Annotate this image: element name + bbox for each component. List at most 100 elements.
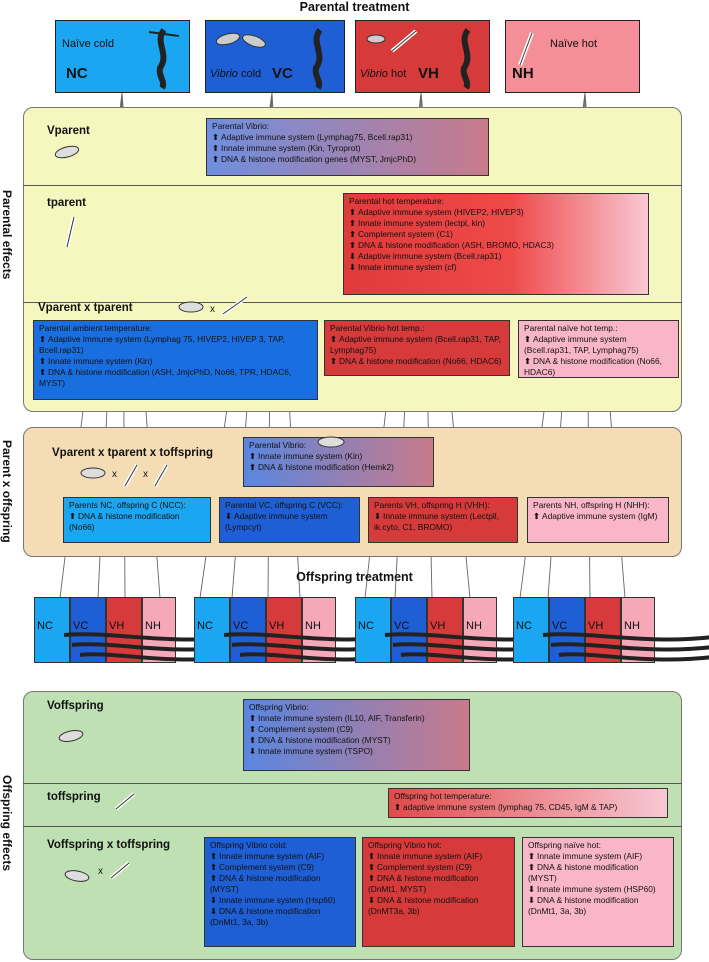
row-label-toffspring: toffspring <box>47 791 101 803</box>
offspring-segment-nc: NC <box>513 597 549 663</box>
row-label-tparent: tparent <box>47 197 86 209</box>
box-item: ⬆Innate immune system (lectpl, kin) <box>349 218 486 228</box>
offspring-segment-nc: NC <box>34 597 70 663</box>
item-text: Innate immune system (Kin) <box>48 356 153 366</box>
vibrio-bacteria-icon <box>58 730 84 742</box>
box-ncc: Parents NC, offspring C (NCC): ⬆DNA & hi… <box>63 497 211 543</box>
box-item: ⬆Innate immune system (AIF) <box>210 851 325 861</box>
treatment-code: VC <box>272 65 293 82</box>
box-header: Offspring Vibrio: <box>249 702 309 712</box>
parental-treatment-vc: Vibrio cold VC <box>205 20 345 93</box>
box-header: Parental VC, offspring C (VCC): <box>225 500 344 510</box>
x-sign: x <box>112 469 117 480</box>
box-item: ⬆Complement system (C9) <box>249 724 353 734</box>
offspring-segment-nh: NH <box>142 597 176 663</box>
box-item: ⬇Innate immune system (Hsp60) <box>210 895 336 905</box>
box-item: ⬇Adaptive immune system (Lympcyt) <box>225 511 328 532</box>
box-item: ⬆Innate immune system (AIF) <box>368 851 483 861</box>
box-parental-vibrio-hot: Parental Vibrio hot temp.: ⬆Adaptive imm… <box>324 320 510 376</box>
divider <box>23 826 682 827</box>
item-text: DNA & histone modification (MYST) <box>528 862 639 883</box>
vibrio-bacteria-icon <box>80 467 106 479</box>
box-item: ⬆Adaptive immune system (Bcell.rap31, TA… <box>330 334 501 355</box>
segment-label: NH <box>305 620 321 632</box>
box-item: ⬇Adaptive immune system (Bcell.rap31) <box>349 251 502 261</box>
box-item: ⬆Innate immune system (Kin) <box>249 451 363 461</box>
box-item: ⬆Innate immune system (IL10, AIF, Transf… <box>249 713 425 723</box>
item-text: adaptive immune system (lymphag 75, CD45… <box>403 802 618 812</box>
treatment-label: Naïve cold <box>62 38 114 50</box>
treatment-code: VH <box>418 65 439 82</box>
item-text: Adaptive immune system (HIVEP2, HIVEP3) <box>358 207 524 217</box>
item-text: Complement system (C9) <box>219 862 314 872</box>
segment-label: NH <box>624 620 640 632</box>
box-header: Parental Vibrio: <box>249 440 307 450</box>
box-header: Offspring naïve hot: <box>528 840 601 850</box>
item-text: DNA & histone modification (ASH, BROMO, … <box>358 240 554 250</box>
item-text: Innate immune system (Lectpll, ik.cyto, … <box>374 511 499 532</box>
box-item: ⬇Innate immune system (cf) <box>349 262 457 272</box>
box-item: ⬆Innate immune system (Kin, Tyroprot) <box>212 143 361 153</box>
box-item: ⬇DNA & histone modification (DnMt1, 3a, … <box>210 906 321 927</box>
side-label-parent-x-offspring: Parent x offspring <box>0 440 14 543</box>
box-nhh: Parents NH, offspring H (NHH): ⬆Adaptive… <box>527 497 669 543</box>
item-text: DNA & histone modification (No66, HDAC6) <box>339 356 502 366</box>
offspring-treatment-title: Offspring treatment <box>296 570 413 584</box>
segment-label: NC <box>516 620 532 632</box>
thermometer-icon <box>114 792 136 811</box>
segment-label: VC <box>552 620 568 632</box>
vibrio-bacteria-icon <box>54 145 80 159</box>
vibrio-bacteria-icon <box>178 301 204 313</box>
box-item: ⬆DNA & histone modification (No66, HDAC6… <box>330 356 502 366</box>
box-offspring-hot: Offspring hot temperature: ⬆adaptive imm… <box>388 788 668 818</box>
item-text: DNA & histone modification (DnMt1, 3a, 3… <box>210 906 321 927</box>
segment-label: NC <box>197 620 213 632</box>
treatment-label: cold <box>241 68 262 80</box>
thermometer-icon <box>153 464 169 487</box>
box-item: ⬆DNA & histone modification (MYST) <box>210 873 321 894</box>
box-header: Parental hot temperature: <box>349 196 444 206</box>
thermometer-icon <box>65 216 76 248</box>
item-text: Adaptive immune system (IgM) <box>542 511 658 521</box>
pipefish-icon <box>148 28 180 90</box>
box-item: ⬆DNA & histone modification (MYST) <box>249 735 391 745</box>
row-label-vparent-x-tparent: Vparent x tparent <box>38 302 133 314</box>
offspring-segment-vc: VC <box>70 597 106 663</box>
segment-label: VH <box>269 620 285 632</box>
box-offspring-vibrio: Offspring Vibrio: ⬆Innate immune system … <box>243 699 470 771</box>
item-text: Innate immune system (HSP60) <box>537 884 656 894</box>
treatment-italic: Vibrio <box>360 68 388 80</box>
row-label-voffspring-x-toffspring: Voffspring x toffspring <box>47 839 171 851</box>
box-item: ⬇Innate immune system (Lectpll, ik.cyto,… <box>374 511 499 532</box>
row-label-vparent: Vparent <box>47 125 90 137</box>
vibrio-bacteria-icon <box>215 32 266 48</box>
item-text: Innate immune system (Kin, Tyroprot) <box>221 143 361 153</box>
item-text: DNA & histone modification (No66) <box>69 511 180 532</box>
item-text: DNA & histone modification genes (MYST, … <box>221 154 417 164</box>
box-header: Offspring Vibrio cold: <box>210 840 288 850</box>
item-text: DNA & histone modification (MYST) <box>258 735 391 745</box>
item-text: DNA & histone modification (Hemk2) <box>258 462 394 472</box>
box-item: ⬆DNA & histone modification (DnMt1, MYST… <box>368 873 479 894</box>
item-text: Adaptive immune system (Bcell.rap31, TAP… <box>330 334 501 355</box>
treatment-code: NC <box>66 65 88 82</box>
box-item: ⬆DNA & histone modification (MYST) <box>528 862 639 883</box>
item-text: DNA & histone modification (DnMT3a, 3b) <box>368 895 479 916</box>
offspring-segment-nc: NC <box>194 597 230 663</box>
offspring-segment-nc: NC <box>355 597 391 663</box>
divider <box>23 185 682 186</box>
offspring-segment-nh: NH <box>302 597 336 663</box>
pipefish-icon <box>312 28 323 90</box>
x-sign: x <box>210 304 215 315</box>
segment-label: NC <box>358 620 374 632</box>
treatment-label: Naïve hot <box>550 38 598 50</box>
box-item: ⬆Complement system (C1) <box>349 229 453 239</box>
item-text: Innate immune system (lectpl, kin) <box>358 218 486 228</box>
box-header: Parental ambient temperature: <box>39 323 153 333</box>
box-item: ⬆DNA & histone modification (No66) <box>69 511 180 532</box>
segment-label: VC <box>73 620 89 632</box>
item-text: Innate immune system (IL10, AIF, Transfe… <box>258 713 425 723</box>
